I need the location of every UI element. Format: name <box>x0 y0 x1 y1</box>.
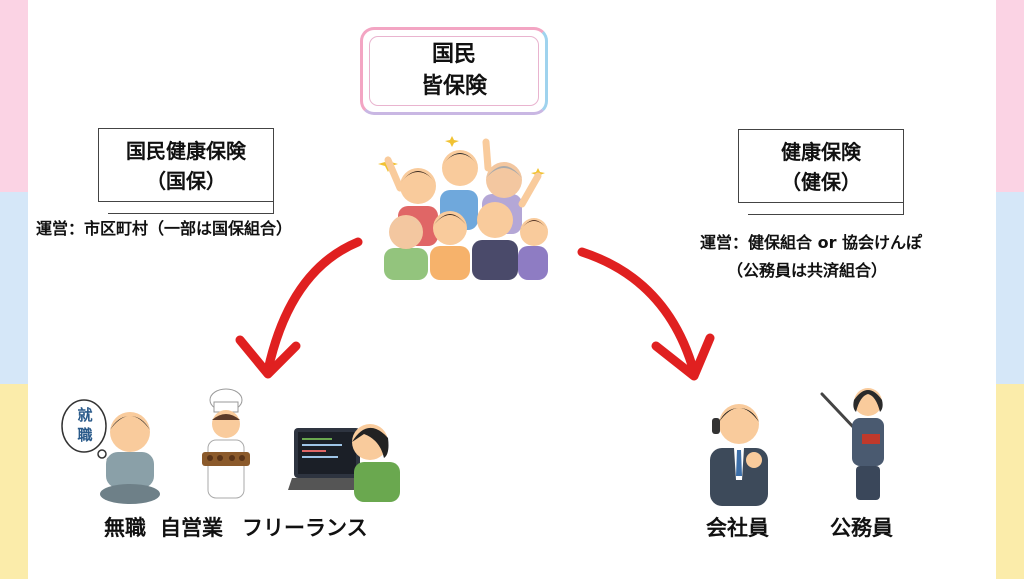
right-color-stripe <box>996 0 1024 579</box>
crowd-illustration <box>378 136 548 280</box>
left-operator-text: 運営：市区町村（一部は国保組合） <box>36 219 293 238</box>
health-insurance-box: 健康保険 （健保） <box>738 129 904 215</box>
national-health-insurance-box: 国民健康保険 （国保） <box>98 128 274 214</box>
arrow-to-health-insurance <box>577 247 715 381</box>
universal-insurance-title-box: 国民 皆保険 <box>360 27 548 115</box>
left-box-line-2: （国保） <box>146 169 226 193</box>
title-line-2: 皆保険 <box>420 74 487 99</box>
right-box-line-2: （健保） <box>781 170 861 194</box>
label-self-employed: 自営業 <box>160 516 223 540</box>
right-operator-line-1: 運営：健保組合 or 協会けんぽ <box>700 233 923 252</box>
freelancer-laptop-illustration <box>288 424 400 502</box>
unemployed-person-illustration <box>100 412 160 504</box>
label-civil-servant: 公務員 <box>830 516 893 540</box>
right-box-line-1: 健康保険 <box>781 140 861 164</box>
label-office-worker: 会社員 <box>706 516 769 540</box>
label-unemployed: 無職 <box>104 516 146 540</box>
left-box-line-1: 国民健康保険 <box>126 139 246 163</box>
civil-servant-illustration <box>820 388 884 500</box>
title-line-1: 国民 <box>431 42 476 67</box>
left-color-stripe <box>0 0 28 579</box>
label-freelance: フリーランス <box>242 516 368 540</box>
arrow-to-national-health-insurance <box>235 237 363 379</box>
office-worker-illustration <box>710 404 768 506</box>
job-hunting-thought-bubble <box>61 399 114 464</box>
self-employed-chef-illustration <box>202 388 250 499</box>
right-operator-line-2: （公務員は共済組合） <box>727 261 888 280</box>
thought-bubble-text: 就 職 <box>77 406 93 444</box>
